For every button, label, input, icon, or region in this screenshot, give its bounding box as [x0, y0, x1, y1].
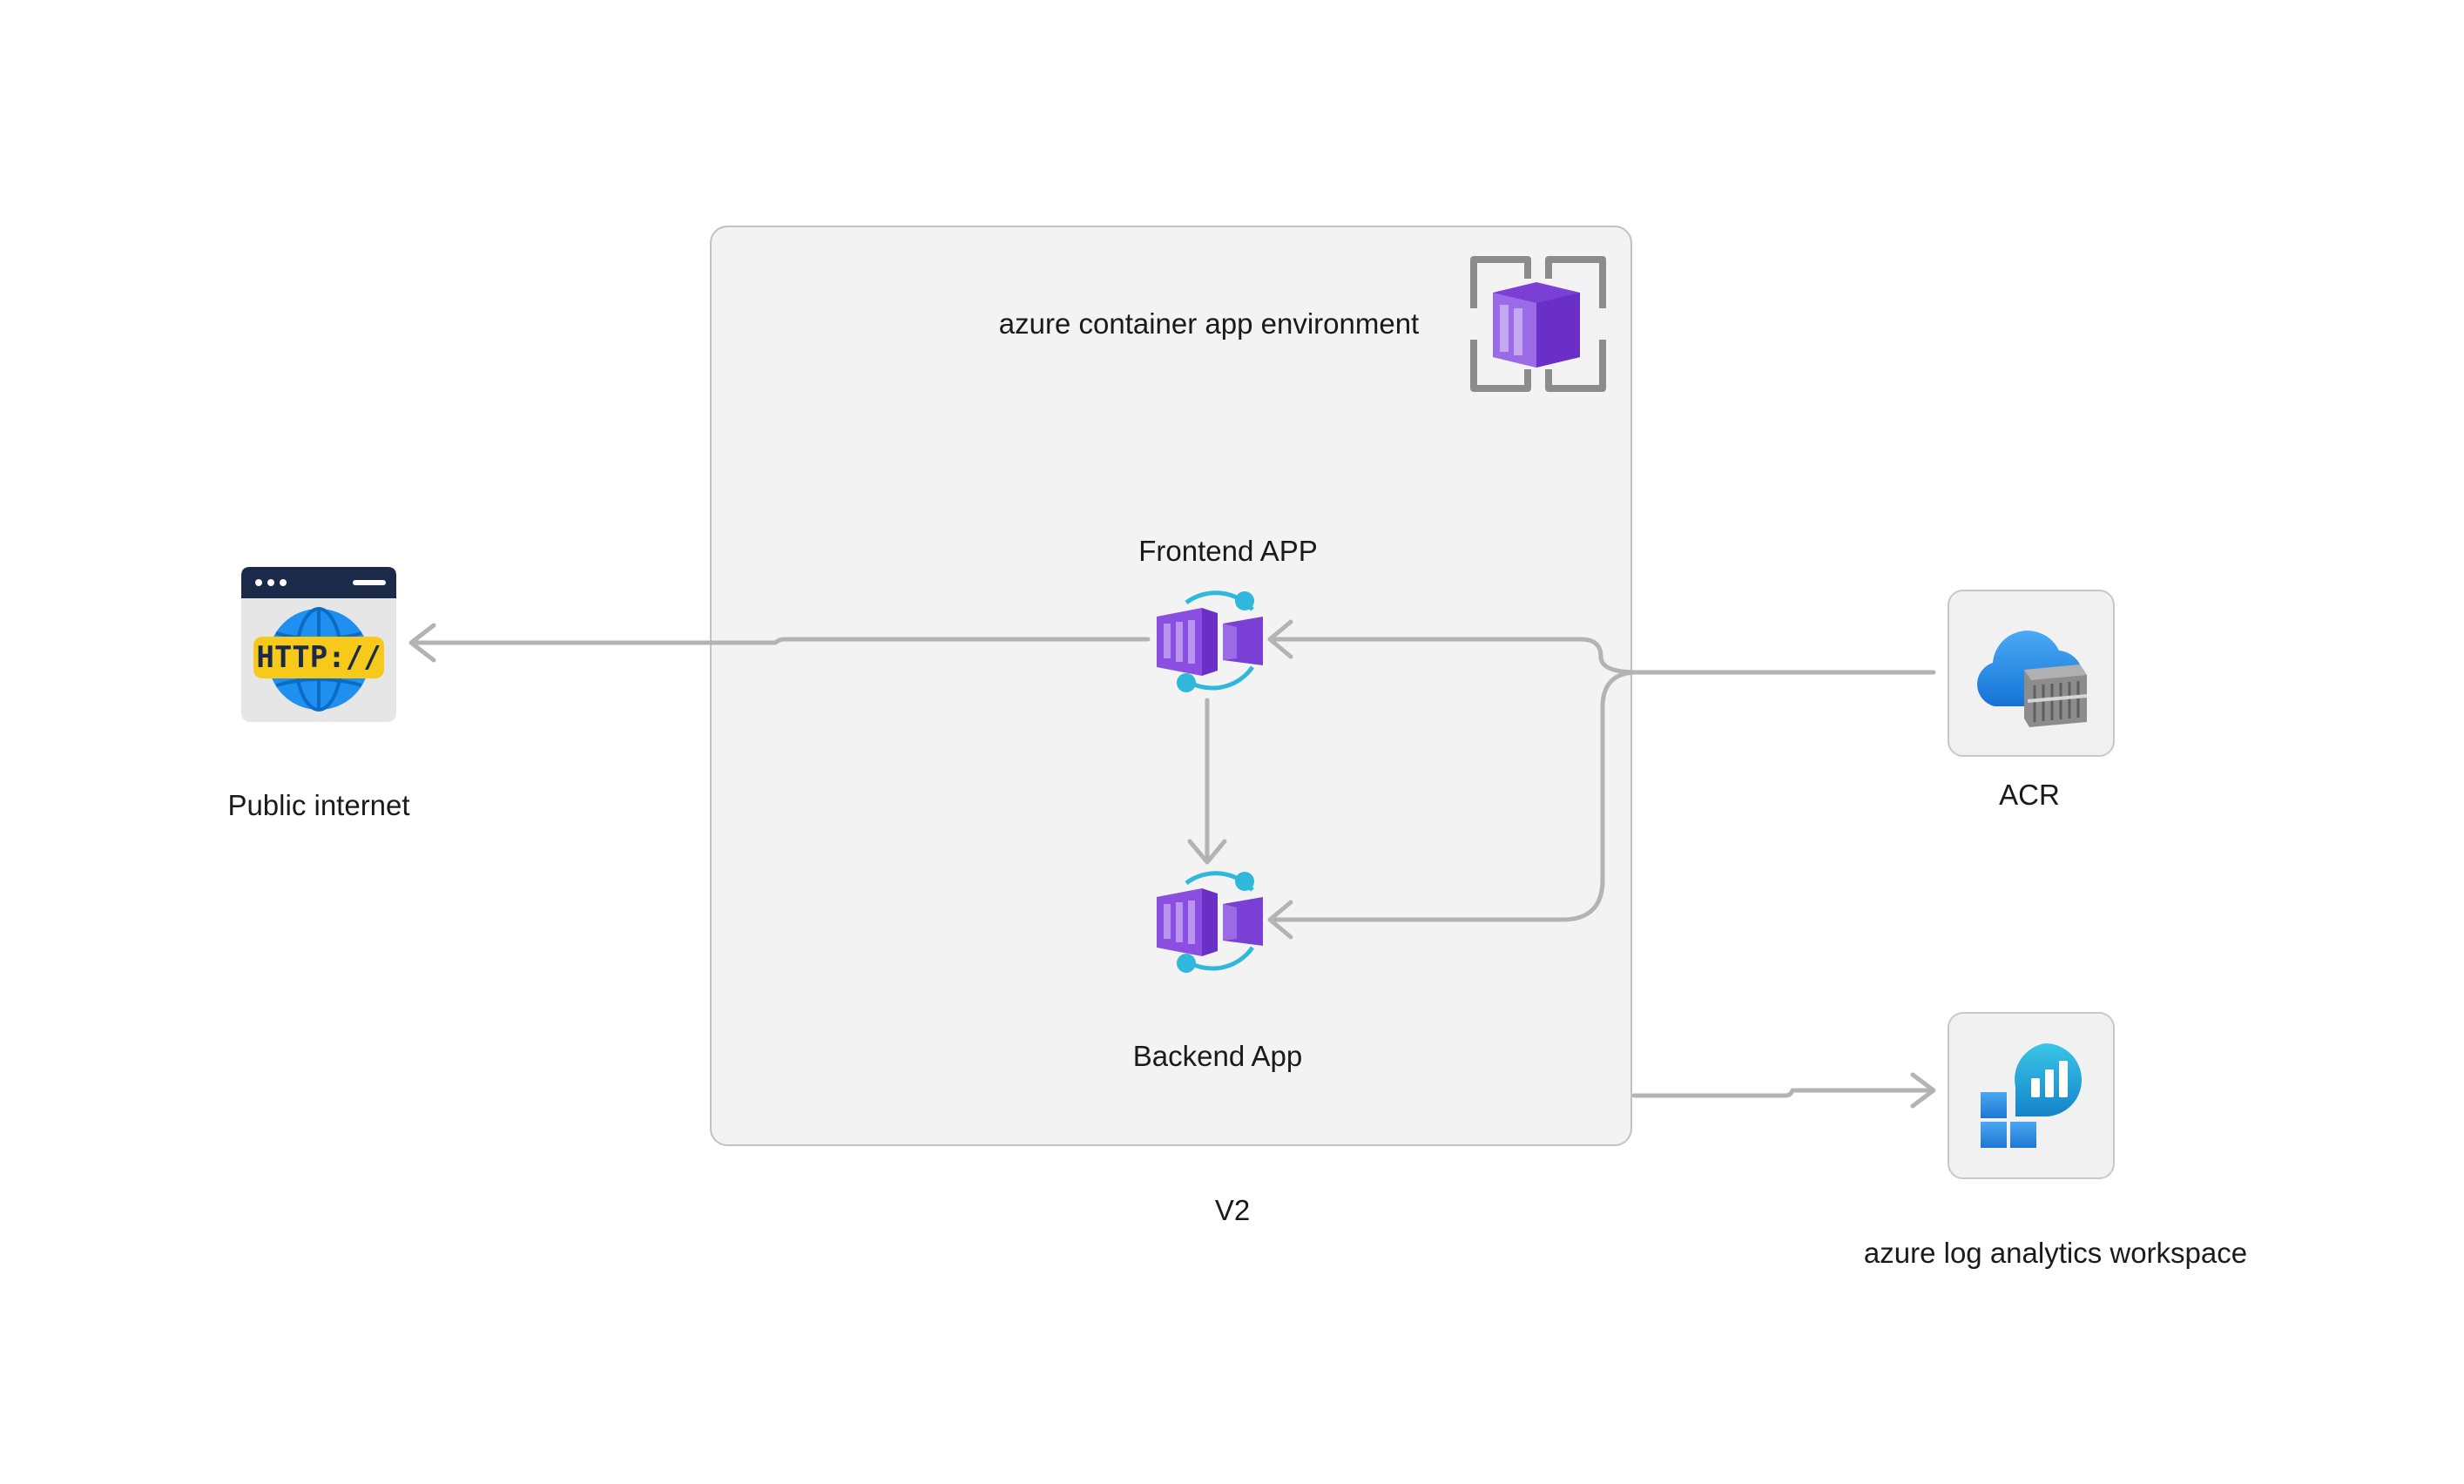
- edge-acr-to-frontend: [1271, 637, 1936, 675]
- edge-env-to-loganalytics-head: [1910, 1072, 1936, 1109]
- log-analytics-tile[interactable]: [1948, 1012, 2115, 1179]
- edge-acr-to-backend: [1271, 670, 1640, 922]
- acr-label: ACR: [1999, 779, 2060, 811]
- edge-frontend-to-internet: [414, 637, 1151, 645]
- environment-title: azure container app environment: [998, 307, 1420, 340]
- environment-caption: V2: [1214, 1194, 1251, 1226]
- container-registry-icon: [1977, 631, 2088, 727]
- log-analytics-label: azure log analytics workspace: [1863, 1237, 2248, 1269]
- edge-env-to-loganalytics: [1631, 1088, 1931, 1098]
- frontend-app-label: Frontend APP: [1138, 535, 1318, 567]
- acr-tile[interactable]: [1948, 590, 2115, 757]
- http-globe-icon[interactable]: HTTP://: [241, 567, 396, 722]
- backend-container-app-icon[interactable]: [1150, 866, 1272, 979]
- edge-frontend-to-internet-head: [408, 623, 436, 663]
- edge-acr-to-frontend-head: [1267, 619, 1293, 659]
- container-apps-environment-icon: [1470, 256, 1606, 392]
- log-analytics-icon: [1981, 1043, 2082, 1148]
- svg-text:HTTP://: HTTP://: [256, 640, 381, 675]
- edge-acr-to-backend-head: [1267, 900, 1293, 940]
- edge-frontend-to-backend-head: [1187, 839, 1227, 865]
- frontend-container-app-icon[interactable]: [1150, 585, 1272, 698]
- container-app-environment-box: [710, 226, 1632, 1146]
- public-internet-label: Public internet: [227, 789, 410, 821]
- backend-app-label: Backend App: [1132, 1040, 1303, 1072]
